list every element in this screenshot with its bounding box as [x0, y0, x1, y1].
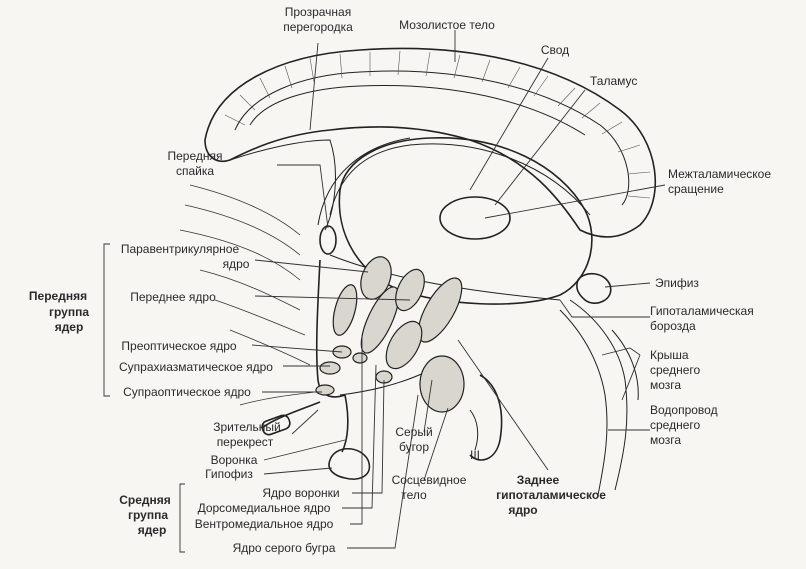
label-anterior-commissure-line1: Передняя: [167, 149, 222, 163]
label-tectum-line3: мозга: [650, 378, 681, 392]
label-tuber-cinereum-nucleus: Ядро серого бугра: [233, 541, 336, 555]
label-pituitary: Гипофиз: [205, 467, 253, 481]
label-middle-group-line1: Средняя: [119, 493, 171, 507]
label-septum-line2: перегородка: [283, 20, 353, 34]
label-ventromedial-nucleus: Вентромедиальное ядро: [195, 517, 334, 531]
label-tectum-line2: среднего: [650, 363, 701, 377]
label-infundibular-nucleus: Ядро воронки: [262, 486, 339, 500]
label-corpus-callosum: Мозолистое тело: [399, 18, 495, 32]
label-infundibulum: Воронка: [211, 453, 258, 467]
label-preoptic-nucleus: Преоптическое ядро: [121, 339, 237, 353]
corpus-callosum-shape: [204, 47, 657, 238]
label-epiphysis: Эпифиз: [655, 276, 699, 290]
label-tuber-cinereum-line1: Серый: [395, 425, 432, 439]
label-aqueduct-line1: Водопровод: [650, 403, 718, 417]
corpus-callosum-inner: [234, 70, 630, 206]
label-paraventricular-line2: ядро: [223, 257, 250, 271]
brain-drawing: [179, 47, 657, 496]
label-anterior-nucleus: Переднее ядро: [130, 290, 216, 304]
label-tectum-line1: Крыша: [650, 348, 689, 362]
interthalamic-adhesion-shape: [439, 196, 511, 240]
label-tuber-cinereum-line2: бугор: [399, 440, 429, 454]
label-posterior-hypothalamic-line3: ядро: [508, 503, 537, 517]
label-posterior-hypothalamic-line2: гипоталамическое: [496, 488, 606, 502]
label-interthalamic-line1: Межталамическое: [668, 167, 771, 181]
label-third-nerve: III: [470, 448, 480, 462]
label-mammillary-line2: тело: [401, 488, 427, 502]
label-interthalamic-line2: сращение: [668, 182, 724, 196]
label-supraoptic-nucleus: Супраоптическое ядро: [123, 385, 251, 399]
label-optic-chiasm-line2: перекрест: [217, 435, 274, 449]
labels: Прозрачная перегородка Мозолистое тело С…: [29, 5, 771, 555]
epiphysis-shape: [576, 272, 612, 304]
label-middle-group-line2: группа: [128, 508, 168, 522]
label-anterior-group-line2: группа: [49, 305, 89, 319]
label-middle-group-line3: ядер: [138, 523, 167, 537]
mammillary-body-shape: [419, 355, 465, 413]
label-anterior-commissure-line2: спайка: [176, 164, 214, 178]
label-mammillary-line1: Сосцевидное: [392, 473, 467, 487]
label-aqueduct-line2: среднего: [650, 418, 701, 432]
label-optic-chiasm-line1: Зрительный: [213, 420, 280, 434]
label-hypothalamic-sulcus-line1: Гипоталамическая: [650, 304, 754, 318]
label-hypothalamic-sulcus-line2: борозда: [650, 319, 696, 333]
label-septum-line1: Прозрачная: [285, 5, 351, 19]
label-posterior-hypothalamic-line1: Заднее: [517, 473, 560, 487]
label-fornix: Свод: [541, 43, 569, 57]
label-suprachiasmatic-nucleus: Супрахиазматическое ядро: [119, 360, 273, 374]
label-dorsomedial-nucleus: Дорсомедиальное ядро: [198, 501, 331, 515]
label-anterior-group-line3: ядер: [55, 320, 84, 334]
leader-lines: [103, 30, 666, 553]
label-aqueduct-line3: мозга: [650, 433, 681, 447]
hypothalamic-nuclei: [315, 256, 463, 396]
label-anterior-group-line1: Передняя: [29, 289, 87, 303]
label-paraventricular-line1: Паравентрикулярное: [121, 242, 240, 256]
label-thalamus: Таламус: [590, 74, 637, 88]
